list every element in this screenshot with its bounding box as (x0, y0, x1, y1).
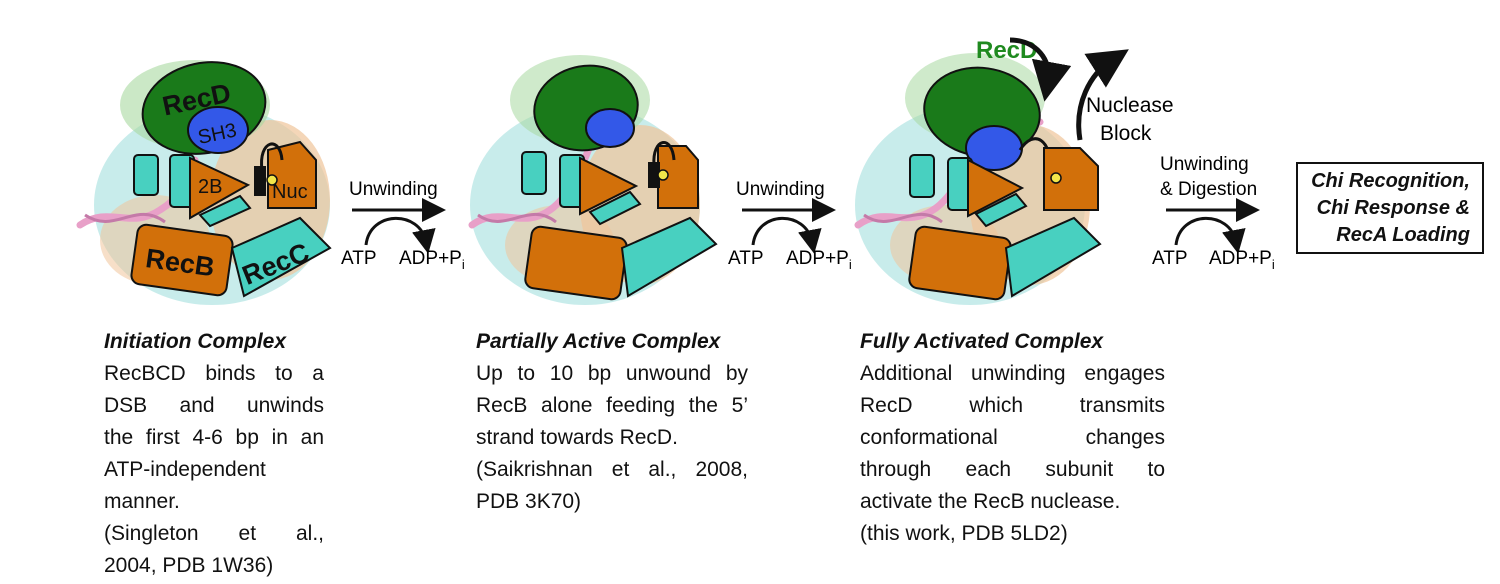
nuclease-block (254, 166, 266, 196)
recc-box (620, 216, 718, 298)
caption-line: activate the RecB nuclease. (860, 490, 1121, 513)
caption-line: DSB and unwinds (104, 394, 324, 417)
final-line-1: Chi Recognition, (1311, 170, 1470, 192)
linker (260, 142, 284, 171)
nuclease-block-label-line1: Nuclease (1086, 94, 1174, 117)
step-arrow-3: Unwinding & Digestion ATP ADP+Pi (1152, 154, 1275, 272)
atp-label: ATP (341, 248, 377, 269)
caption-line: Additional unwinding engages (860, 362, 1165, 385)
partially-active-complex-caption: Partially Active Complex Up to 10 bp unw… (476, 326, 748, 518)
dna-duplex-strand (863, 212, 943, 224)
caption-title: Initiation Complex (104, 330, 287, 353)
sh3-domain (187, 106, 249, 154)
final-outcome-box: Chi Recognition, Chi Response & RecA Loa… (1296, 162, 1484, 254)
caption-line: ATP-independent (104, 458, 266, 481)
sh3-domain (585, 108, 635, 148)
caption-line: strand towards RecD. (476, 426, 678, 449)
recb-box (908, 225, 1012, 301)
caption-line: RecD which transmits (860, 394, 1165, 417)
recb-2b-domain (967, 158, 1025, 218)
adp-label: ADP+Pi (399, 248, 465, 272)
recb-nuclease-domain (1043, 147, 1099, 211)
nuc-label: Nuc (272, 181, 308, 203)
caption-line: Up to 10 bp unwound by (476, 362, 748, 385)
dna-duplex-strand (84, 212, 166, 224)
active-site (266, 174, 278, 186)
recb-box (524, 225, 628, 301)
atp-adp-curve (1174, 216, 1246, 254)
caption-line: the first 4-6 bp in an (104, 426, 324, 449)
fully-activated-complex-caption: Fully Activated Complex Additional unwin… (860, 326, 1165, 550)
adp-label: ADP+Pi (786, 248, 852, 272)
nuclease-block-release-arrow (1076, 49, 1129, 141)
recc-wedge (198, 194, 252, 228)
caption-line: RecBCD binds to a (104, 362, 324, 385)
step-arrow-1: Unwinding ATP ADP+Pi (341, 179, 465, 272)
recc-wedge (588, 190, 642, 226)
recb-box (130, 223, 234, 297)
step-3-label-line2: & Digestion (1160, 179, 1257, 200)
recc-box (230, 216, 332, 298)
atp-label: ATP (1152, 248, 1188, 269)
step-arrow-2: Unwinding ATP ADP+Pi (728, 179, 852, 272)
initiation-complex-caption: Initiation Complex RecBCD binds to a DSB… (104, 326, 324, 582)
caption-line: 2004, PDB 1W36) (104, 554, 274, 577)
recc-helix-1 (133, 154, 159, 196)
caption-title: Partially Active Complex (476, 330, 721, 353)
caption-line: manner. (104, 490, 180, 513)
recc-helix-1 (909, 154, 935, 198)
caption-title: Fully Activated Complex (860, 330, 1104, 353)
partially-active-complex-illustration (468, 55, 718, 305)
final-line-2: Chi Response & (1316, 197, 1470, 219)
caption-line: (Singleton et al., (104, 522, 324, 545)
recb-nuclease-domain (657, 145, 699, 209)
step-3-label-line1: Unwinding (1160, 154, 1249, 175)
linker (652, 141, 676, 166)
initiation-complex-illustration: RecD SH3 2B Nuc RecB RecC (76, 60, 332, 305)
recb-2b-label: 2B (198, 176, 222, 198)
recb-nuclease-domain (267, 140, 317, 209)
caption-line: (this work, PDB 5LD2) (860, 522, 1068, 545)
active-site (657, 169, 669, 181)
final-line-3: RecA Loading (1336, 224, 1470, 246)
adp-label: ADP+Pi (1209, 248, 1275, 272)
recb-2b-domain (189, 156, 251, 220)
caption-line: PDB 3K70) (476, 490, 582, 513)
fully-activated-complex-illustration: RecD Nuclease Block (854, 37, 1174, 305)
caption-line: (Saikrishnan et al., 2008, (476, 458, 748, 481)
caption-line: RecB alone feeding the 5’ (476, 394, 748, 417)
nuclease-block (648, 162, 660, 188)
nuclease-block-label-line2: Block (1100, 122, 1152, 145)
caption-line: conformational changes (860, 426, 1165, 449)
atp-adp-curve (751, 216, 822, 254)
atp-adp-curve (364, 216, 436, 254)
dna-duplex-strand (477, 212, 557, 224)
recb-2b-domain (579, 156, 639, 216)
caption-line: through each subunit to (860, 458, 1165, 481)
step-2-label: Unwinding (736, 179, 825, 200)
recc-wedge (974, 192, 1028, 228)
recd-motion-arrow (1009, 37, 1072, 102)
active-site (1050, 172, 1062, 184)
recc-helix-1 (521, 151, 547, 195)
step-1-label: Unwinding (349, 179, 438, 200)
atp-label: ATP (728, 248, 764, 269)
recc-box (1004, 216, 1102, 298)
